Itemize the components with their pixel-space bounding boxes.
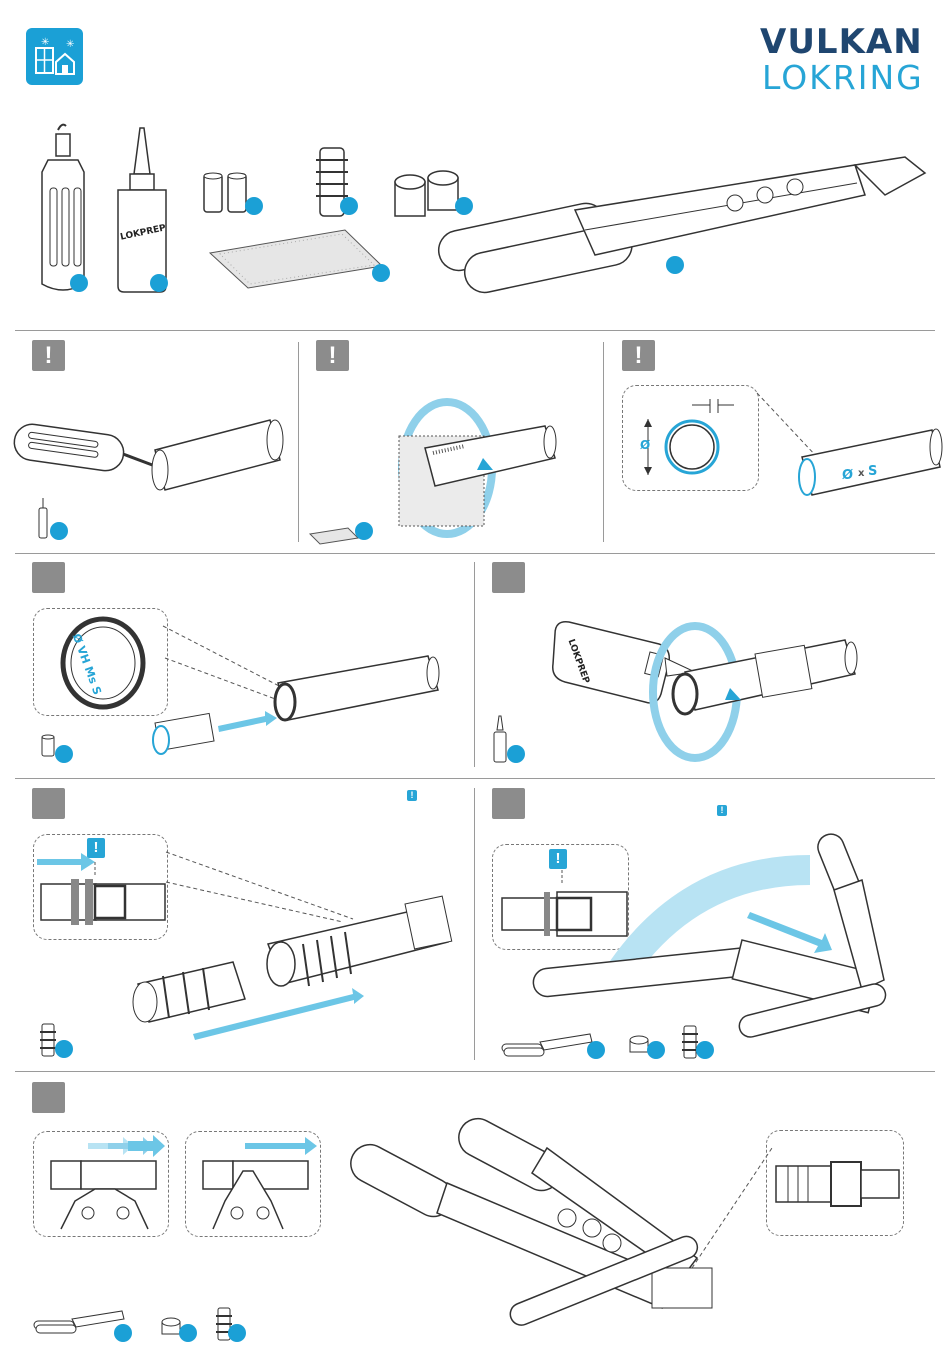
divider-1 (15, 330, 935, 331)
brand-lokring: LOKRING (762, 58, 924, 97)
warning-badge-1: ! (32, 340, 65, 371)
divider-2 (15, 553, 935, 554)
vdivider-3 (474, 562, 475, 767)
divider-4 (15, 1071, 935, 1072)
svg-text:✳: ✳ (66, 39, 74, 50)
vdivider-1 (298, 342, 299, 542)
insert-thumb (40, 732, 56, 758)
callout-dot-s4b (647, 1041, 665, 1059)
lokprep-bottle-illustration (112, 128, 172, 293)
callout-dot-7 (666, 256, 684, 274)
callout-dot-6 (372, 264, 390, 282)
vdivider-2 (603, 342, 604, 542)
callout-dot-s5a (114, 1324, 132, 1342)
step-badge-2 (492, 562, 525, 593)
bottle-thumb (492, 716, 508, 764)
push-detail-1 (33, 1131, 168, 1236)
pipe-diameter-label: Ø (842, 468, 853, 483)
diameter-symbol: Ø (640, 438, 650, 452)
step-badge-3 (32, 788, 65, 819)
callout-dot-s2 (507, 745, 525, 763)
building-home-icon: ✳ ✳ (26, 28, 83, 85)
callout-dot-s5b (179, 1324, 197, 1342)
step-badge-1 (32, 562, 65, 593)
vdivider-4 (474, 788, 475, 1060)
final-detail (766, 1130, 902, 1234)
warning-badge-2: ! (316, 340, 349, 371)
svg-text:✳: ✳ (41, 37, 49, 48)
warning-badge-3: ! (622, 340, 655, 371)
callout-dot-1 (70, 274, 88, 292)
note-badge-3: ! (407, 790, 417, 801)
callout-dot-s3 (55, 1040, 73, 1058)
abrasive-cloth-illustration (210, 228, 385, 290)
fitting-assembly-illustration (33, 834, 473, 1044)
final-press-illustration (352, 1108, 772, 1353)
pipe-cross-section (622, 385, 950, 525)
app-icon: ✳ ✳ (26, 28, 83, 85)
tool-thumb (500, 1030, 595, 1058)
callout-dot-2 (150, 274, 168, 292)
cloth-thumb (310, 526, 360, 544)
note-badge-4: ! (717, 805, 727, 816)
assembly-tool-illustration (425, 155, 945, 295)
callout-dot-s4a (587, 1041, 605, 1059)
callout-dot-3 (245, 197, 263, 215)
pipe-wall-label: S (868, 464, 877, 479)
brand-vulkan: VULKAN (760, 22, 923, 62)
callout-dot-w1 (50, 522, 68, 540)
tool-thumb-5 (32, 1307, 127, 1335)
push-detail-2 (185, 1131, 320, 1236)
divider-3 (15, 778, 935, 779)
callout-dot-s1 (55, 745, 73, 763)
deburr-pipe-illustration (15, 410, 285, 500)
lokprep-apply-illustration (545, 610, 865, 762)
step-badge-5 (32, 1082, 65, 1113)
deburr-tool-thumb (36, 498, 50, 540)
tool-closing-illustration (492, 830, 942, 1055)
callout-dot-s5c (228, 1324, 246, 1342)
callout-dot-s4c (696, 1041, 714, 1059)
callout-dot-w2 (355, 522, 373, 540)
deburring-tool-illustration (36, 120, 96, 295)
pipe-times-label: x (858, 468, 864, 479)
step-badge-4 (492, 788, 525, 819)
callout-dot-4 (340, 197, 358, 215)
clean-pipe-illustration (395, 398, 565, 538)
